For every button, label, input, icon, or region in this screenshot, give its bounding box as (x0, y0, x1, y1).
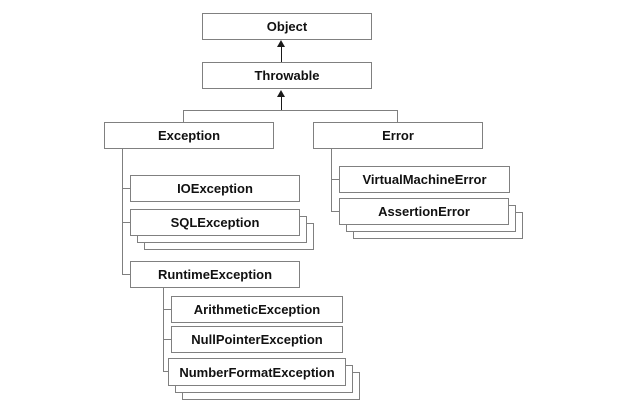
connector-stub-sqlexception (122, 222, 130, 223)
node-numberformatexception: NumberFormatException (168, 358, 346, 386)
node-virtualmachineerror-stack: VirtualMachineError (339, 166, 510, 193)
node-nullpointerexception-stack: NullPointerException (171, 326, 343, 353)
connector-throwable-to-object (281, 46, 282, 62)
connector-stub-nullpointerexception (163, 339, 171, 340)
node-virtualmachineerror: VirtualMachineError (339, 166, 510, 193)
connector-stub-runtimeexception (122, 274, 130, 275)
node-object-stack: Object (202, 13, 372, 40)
connector-stub-ioexception (122, 188, 130, 189)
node-numberformatexception-stack: NumberFormatException (168, 358, 360, 400)
node-object: Object (202, 13, 372, 40)
connector-stub-virtualmachineerror (331, 179, 339, 180)
node-runtimeexception: RuntimeException (130, 261, 300, 288)
node-ioexception: IOException (130, 175, 300, 202)
connector-stub-numberformatexception (163, 371, 168, 372)
connector-stub-assertionerror (331, 211, 339, 212)
node-ioexception-stack: IOException (130, 175, 300, 202)
connector-stub-arithmeticexception (163, 309, 171, 310)
connector-horizontal-bracket (183, 110, 398, 111)
node-error-stack: Error (313, 122, 483, 149)
up-arrowhead-icon (277, 40, 285, 47)
connector-stub-exception (183, 110, 184, 122)
node-sqlexception: SQLException (130, 209, 300, 236)
connector-stub-error (397, 110, 398, 122)
node-arithmeticexception: ArithmeticException (171, 296, 343, 323)
up-arrowhead-icon (277, 90, 285, 97)
node-assertionerror-stack: AssertionError (339, 198, 523, 239)
connector-children-to-throwable (281, 96, 282, 110)
node-assertionerror: AssertionError (339, 198, 509, 225)
node-exception: Exception (104, 122, 274, 149)
node-runtimeexception-stack: RuntimeException (130, 261, 300, 288)
node-nullpointerexception: NullPointerException (171, 326, 343, 353)
connector-trunk-exception (122, 149, 123, 275)
connector-trunk-runtimeexception (163, 288, 164, 372)
node-sqlexception-stack: SQLException (130, 209, 314, 250)
node-throwable: Throwable (202, 62, 372, 89)
node-throwable-stack: Throwable (202, 62, 372, 89)
node-exception-stack: Exception (104, 122, 274, 149)
node-arithmeticexception-stack: ArithmeticException (171, 296, 343, 323)
connector-trunk-error (331, 149, 332, 211)
node-error: Error (313, 122, 483, 149)
